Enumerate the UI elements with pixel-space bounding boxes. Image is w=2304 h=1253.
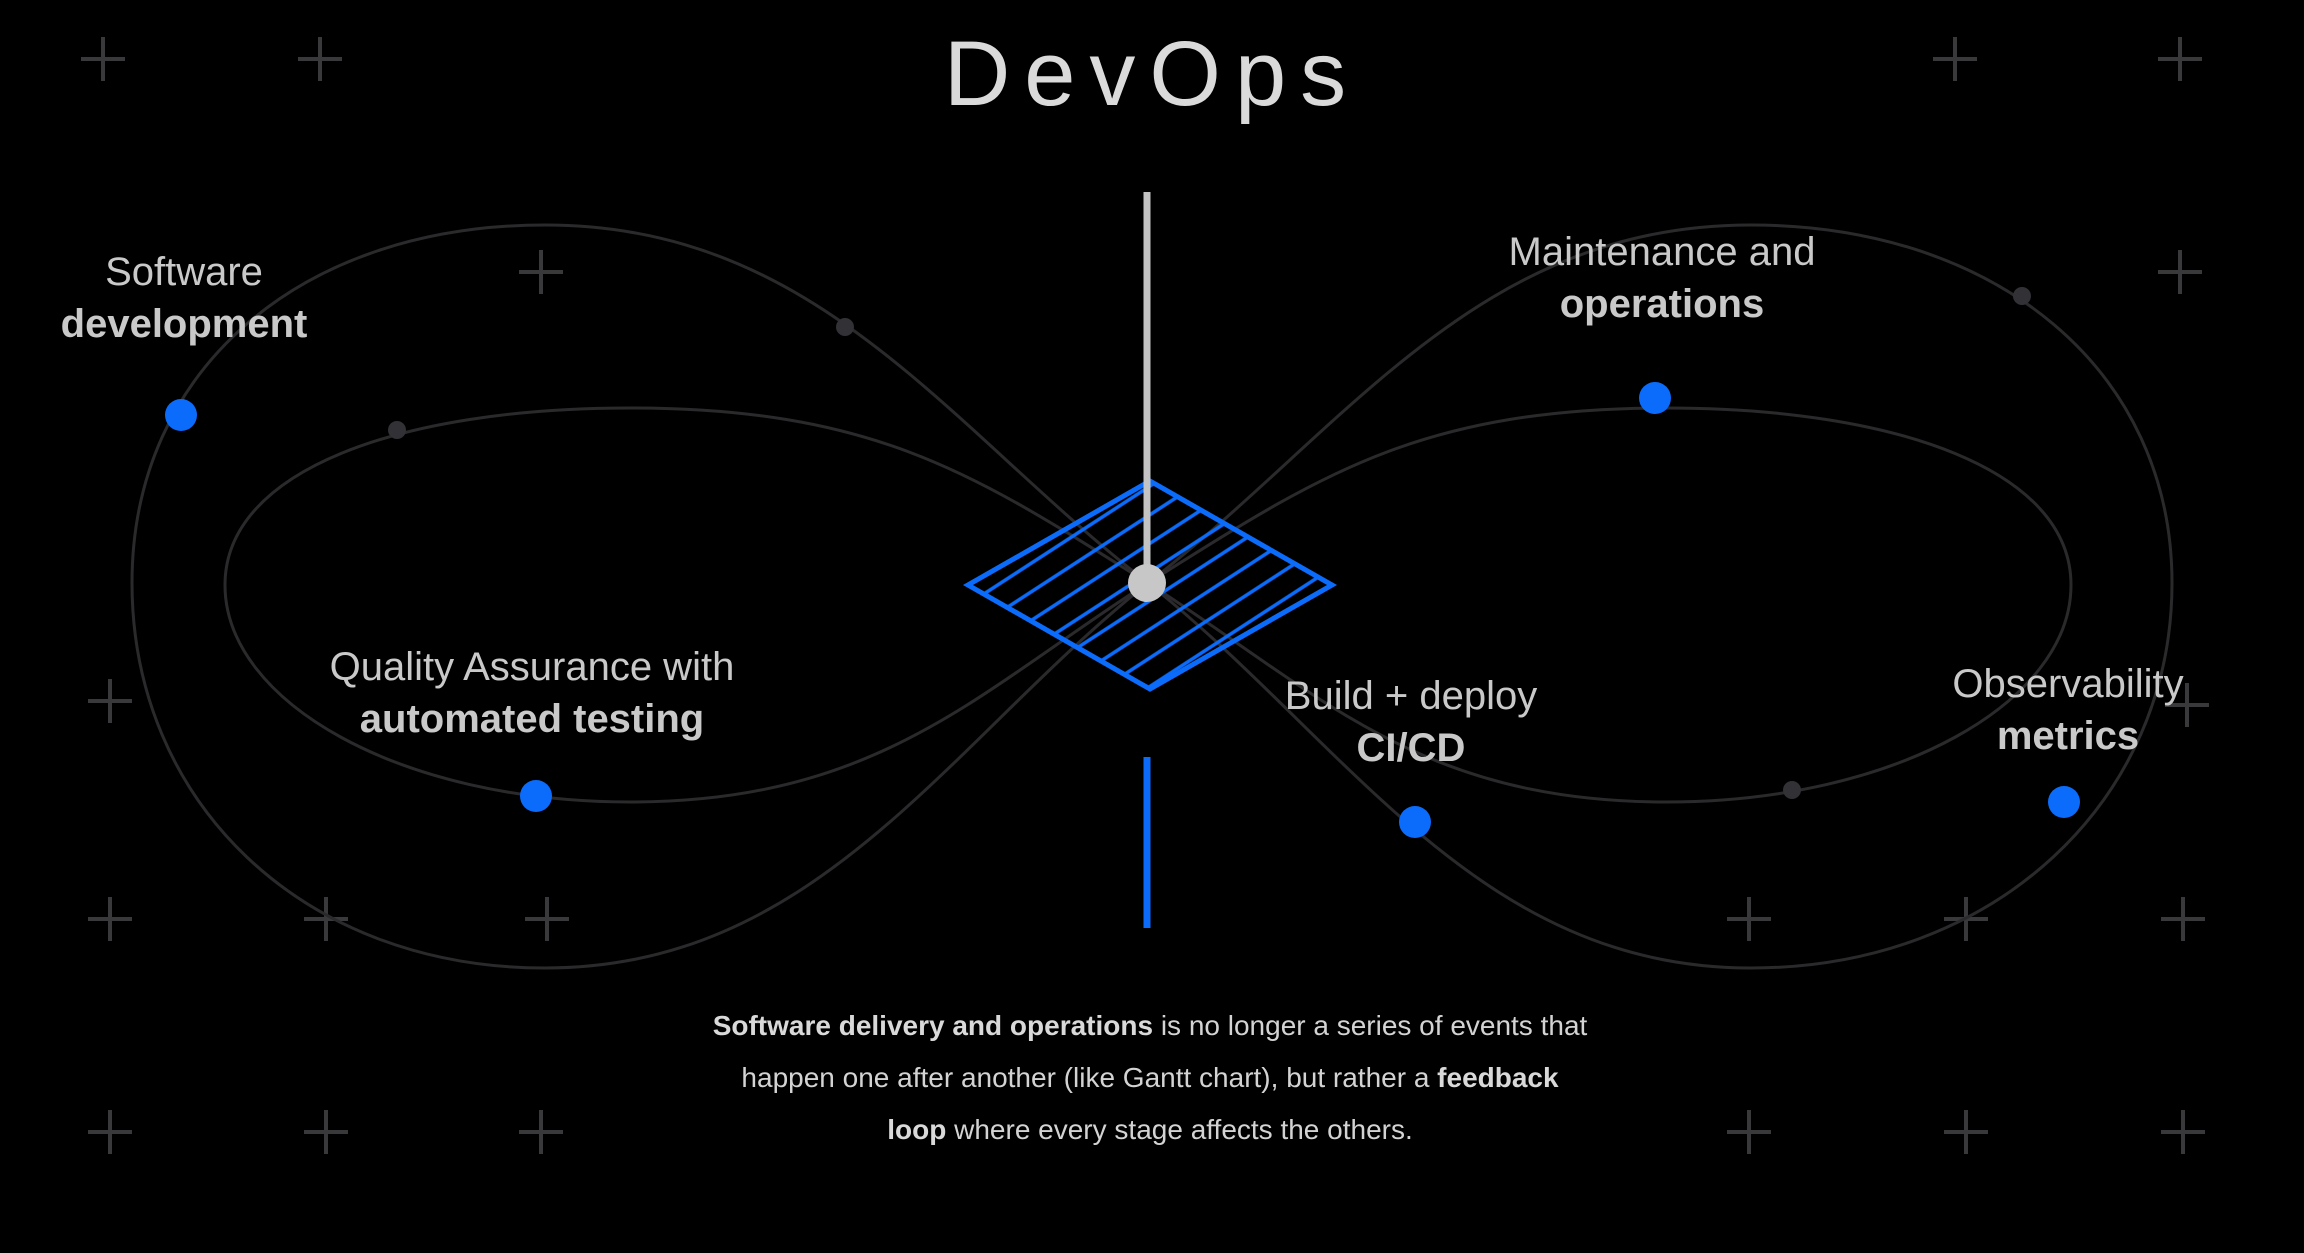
waypoint-dot (836, 318, 854, 336)
waypoint-dot (388, 421, 406, 439)
plus-marks-decoration (81, 37, 2209, 1154)
caption-text-3: where every stage affects the others. (946, 1114, 1413, 1145)
stage-line2: development (60, 302, 308, 346)
stage-dot-maintenance-operations (1639, 382, 1671, 414)
stage-line1: Build + deploy (1284, 674, 1538, 718)
stage-dots (165, 382, 2080, 838)
stage-line2: automated testing (359, 697, 705, 741)
stage-label-maintenance-operations: Maintenance and operations (1509, 226, 1816, 330)
caption-text-1: is no longer a series of events that (1153, 1010, 1588, 1041)
loop-waypoint-dots (388, 287, 2031, 799)
caption-bold-2: feedback (1437, 1062, 1559, 1093)
stage-label-software-development: Software development (61, 246, 308, 350)
stage-line1: Software (105, 250, 263, 294)
waypoint-dot (2013, 287, 2031, 305)
stage-label-quality-assurance: Quality Assurance with automated testing (330, 641, 735, 745)
pointer-pin-dot (1128, 564, 1166, 602)
stage-label-build-deploy: Build + deploy CI/CD (1285, 670, 1537, 774)
caption-text-2: happen one after another (like Gantt cha… (741, 1062, 1438, 1093)
stage-line1: Maintenance and (1508, 230, 1816, 274)
stage-dot-build-deploy (1399, 806, 1431, 838)
stage-dot-software-development (165, 399, 197, 431)
stage-line2: operations (1559, 282, 1765, 326)
stage-label-observability-metrics: Observability metrics (1952, 658, 2183, 762)
stage-dot-observability-metrics (2048, 786, 2080, 818)
footer-caption: Software delivery and operations is no l… (550, 1000, 1750, 1156)
stage-line2: CI/CD (1356, 726, 1466, 770)
stage-line1: Quality Assurance with (329, 645, 735, 689)
waypoint-dot (1783, 781, 1801, 799)
caption-bold-1: Software delivery and operations (712, 1010, 1154, 1041)
stage-line1: Observability (1952, 662, 2184, 706)
page-title: DevOps (943, 23, 1361, 125)
diamond-outline (962, 478, 1338, 692)
stage-line2: metrics (1996, 714, 2140, 758)
caption-bold-3: loop (887, 1114, 947, 1145)
stage-dot-quality-assurance (520, 780, 552, 812)
